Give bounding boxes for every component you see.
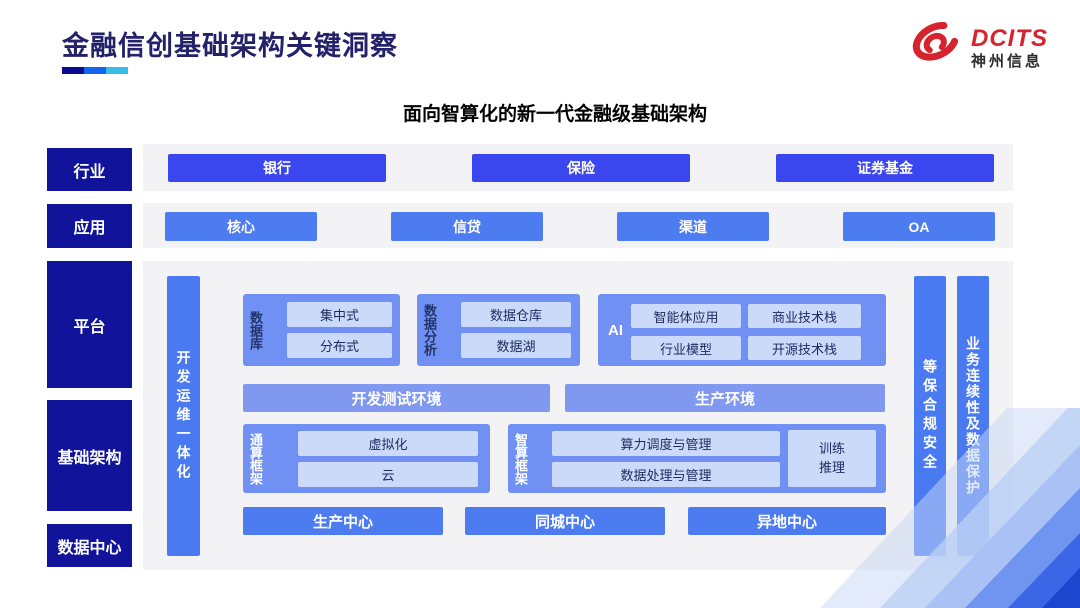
continuity-vertical-bar: 业务连续性及数据保护: [957, 276, 989, 556]
intelligent-framework-label: 智算框架: [513, 432, 528, 485]
company-logo: DCITS 神州信息: [906, 20, 1048, 75]
industry-item-securities: 证券基金: [776, 154, 994, 182]
logo-company-text: 神州信息: [971, 52, 1044, 70]
dev-test-environment-bar: 开发测试环境: [243, 384, 550, 412]
analytics-item-warehouse: 数据仓库: [461, 302, 571, 327]
general-item-virtualization: 虚拟化: [298, 431, 478, 456]
sidebar-label-platform: 平台: [47, 261, 132, 388]
page-title: 金融信创基础架构关键洞察: [62, 31, 398, 61]
analytics-group: 数据分析 数据仓库 数据湖: [417, 294, 580, 366]
ai-item-commercial-stack: 商业技术栈: [748, 304, 861, 328]
analytics-item-lake: 数据湖: [461, 333, 571, 358]
analytics-group-label: 数据分析: [422, 304, 437, 356]
app-item-oa: OA: [843, 212, 995, 241]
application-row: 核心 信贷 渠道 OA: [143, 203, 1013, 248]
center-remote: 异地中心: [688, 507, 886, 535]
industry-row: 银行 保险 证券基金: [143, 144, 1013, 191]
industry-item-insurance: 保险: [472, 154, 690, 182]
center-production: 生产中心: [243, 507, 443, 535]
logo-brand-text: DCITS: [971, 24, 1048, 52]
database-item-distributed: 分布式: [287, 333, 392, 358]
platform-container: 开发运维一体化 等保合规安全 业务连续性及数据保护 数据库 集中式 分布式 数据…: [143, 261, 1013, 570]
database-group-label: 数据库: [248, 310, 263, 350]
app-item-core: 核心: [165, 212, 317, 241]
general-item-cloud: 云: [298, 462, 478, 487]
app-item-credit: 信贷: [391, 212, 543, 241]
database-group: 数据库 集中式 分布式: [243, 294, 400, 366]
app-item-channel: 渠道: [617, 212, 769, 241]
ai-group: AI 智能体应用 商业技术栈 行业模型 开源技术栈: [598, 294, 886, 366]
ai-item-agent-app: 智能体应用: [631, 304, 741, 328]
database-item-centralized: 集中式: [287, 302, 392, 327]
dcits-swirl-icon: [906, 20, 964, 75]
general-framework-label: 通算框架: [248, 432, 263, 485]
intelligent-item-train-inference: 训练推理: [788, 430, 876, 487]
sidebar-label-application: 应用: [47, 204, 132, 248]
ai-item-opensource-stack: 开源技术栈: [748, 336, 861, 360]
intelligent-framework-group: 智算框架 算力调度与管理 数据处理与管理 训练推理: [508, 424, 886, 493]
sidebar-label-infrastructure: 基础架构: [47, 400, 132, 511]
ai-group-label: AI: [608, 321, 623, 339]
title-underline: [62, 67, 128, 74]
industry-item-bank: 银行: [168, 154, 386, 182]
center-same-city: 同城中心: [465, 507, 665, 535]
intelligent-item-data-processing: 数据处理与管理: [552, 462, 780, 487]
sidebar-label-industry: 行业: [47, 148, 132, 191]
intelligent-item-compute-scheduling: 算力调度与管理: [552, 431, 780, 456]
general-framework-group: 通算框架 虚拟化 云: [243, 424, 490, 493]
devops-vertical-bar: 开发运维一体化: [167, 276, 200, 556]
sidebar-label-datacenter: 数据中心: [47, 524, 132, 567]
ai-item-industry-model: 行业模型: [631, 336, 741, 360]
diagram-subtitle: 面向智算化的新一代金融级基础架构: [402, 104, 707, 125]
security-vertical-bar: 等保合规安全: [914, 276, 946, 556]
production-environment-bar: 生产环境: [565, 384, 885, 412]
